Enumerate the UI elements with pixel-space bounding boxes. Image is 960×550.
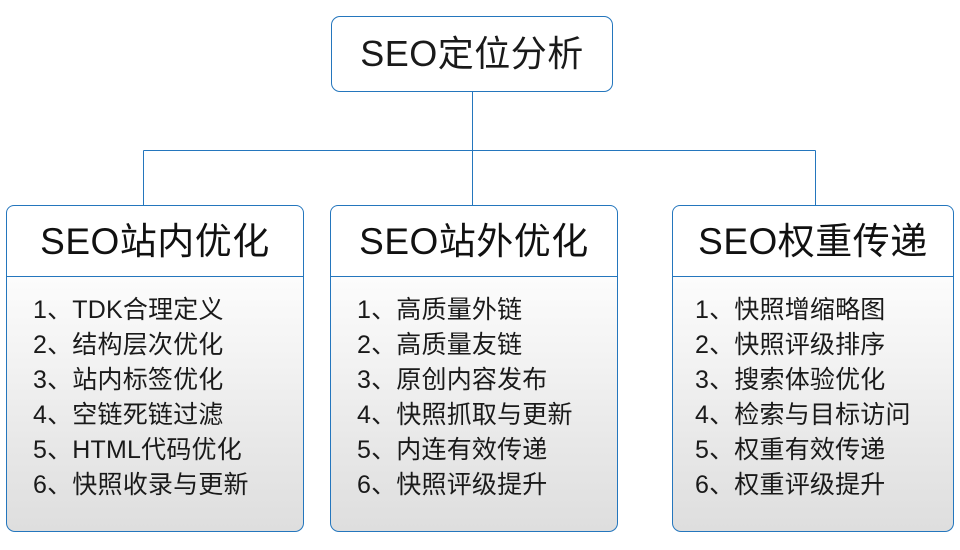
branch-column-offsite: SEO站外优化 1、高质量外链 2、高质量友链 3、原创内容发布 4、快照抓取与…	[330, 205, 618, 532]
branch-header-weight-transfer[interactable]: SEO权重传递	[672, 205, 954, 277]
branch-body-weight-transfer: 1、快照增缩略图 2、快照评级排序 3、搜索体验优化 4、检索与目标访问 5、权…	[672, 277, 954, 532]
list-item: 3、站内标签优化	[33, 366, 224, 394]
list-item: 5、HTML代码优化	[33, 436, 242, 464]
branch-header-label: SEO站内优化	[40, 220, 270, 262]
branch-header-onsite[interactable]: SEO站内优化	[6, 205, 304, 277]
list-item: 1、高质量外链	[357, 296, 523, 324]
list-item: 6、快照评级提升	[357, 471, 548, 499]
branch-header-offsite[interactable]: SEO站外优化	[330, 205, 618, 277]
list-item: 2、结构层次优化	[33, 331, 224, 359]
list-item: 6、快照收录与更新	[33, 471, 249, 499]
branch-body-offsite: 1、高质量外链 2、高质量友链 3、原创内容发布 4、快照抓取与更新 5、内连有…	[330, 277, 618, 532]
branch-header-label: SEO权重传递	[698, 220, 928, 262]
list-item: 4、检索与目标访问	[695, 401, 911, 429]
list-item: 6、权重评级提升	[695, 471, 886, 499]
list-item: 3、原创内容发布	[357, 366, 548, 394]
list-item: 2、高质量友链	[357, 331, 523, 359]
list-item: 4、空链死链过滤	[33, 401, 224, 429]
list-item: 3、搜索体验优化	[695, 366, 886, 394]
branch-header-label: SEO站外优化	[359, 220, 589, 262]
list-item: 5、内连有效传递	[357, 436, 548, 464]
list-item: 4、快照抓取与更新	[357, 401, 573, 429]
branch-column-weight-transfer: SEO权重传递 1、快照增缩略图 2、快照评级排序 3、搜索体验优化 4、检索与…	[672, 205, 954, 532]
root-node-label: SEO定位分析	[360, 33, 584, 74]
list-item: 1、TDK合理定义	[33, 296, 224, 324]
branch-body-onsite: 1、TDK合理定义 2、结构层次优化 3、站内标签优化 4、空链死链过滤 5、H…	[6, 277, 304, 532]
branch-column-onsite: SEO站内优化 1、TDK合理定义 2、结构层次优化 3、站内标签优化 4、空链…	[6, 205, 304, 532]
list-item: 1、快照增缩略图	[695, 296, 886, 324]
list-item: 2、快照评级排序	[695, 331, 886, 359]
root-node-seo-positioning[interactable]: SEO定位分析	[331, 16, 613, 92]
list-item: 5、权重有效传递	[695, 436, 886, 464]
